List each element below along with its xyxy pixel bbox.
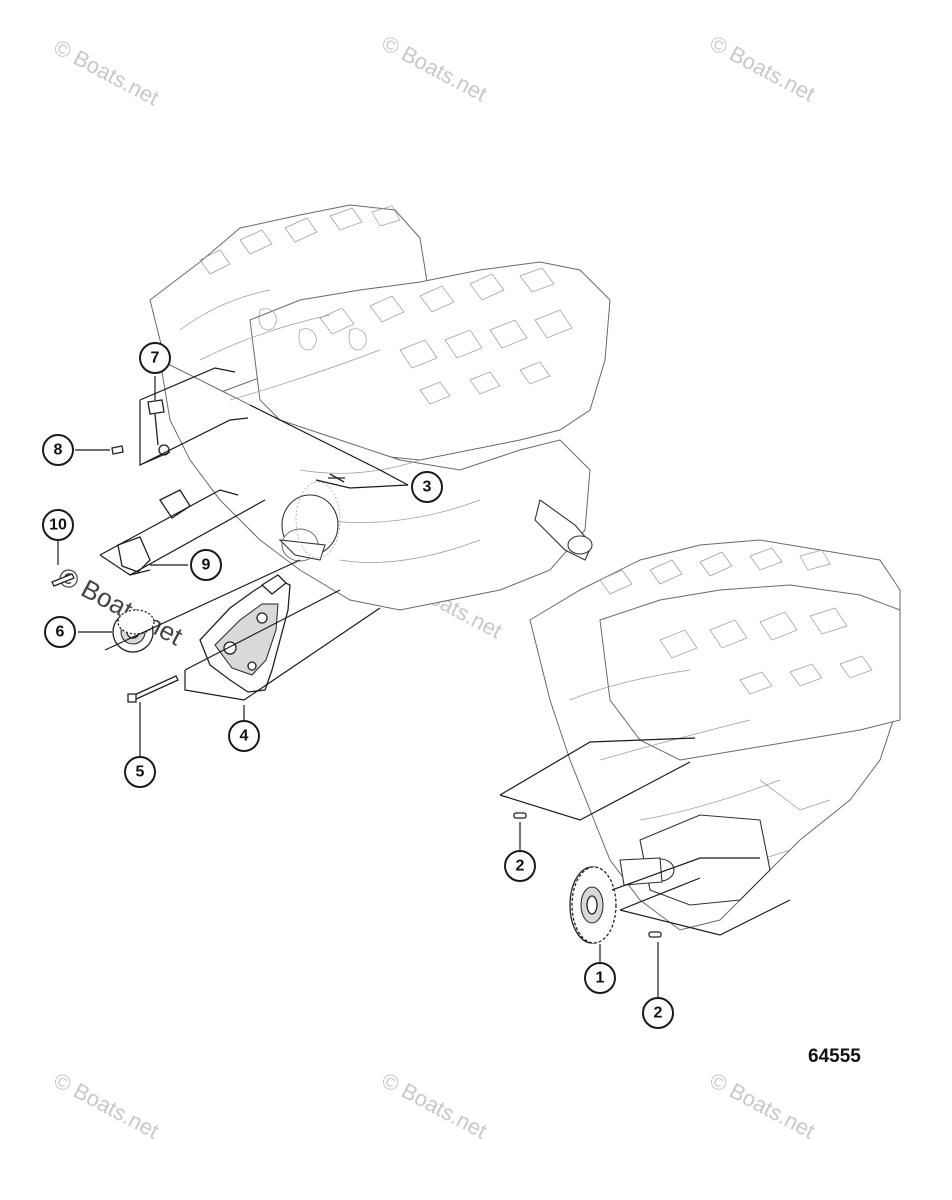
leader-lines [57,367,791,997]
callout-10: 10 [42,509,74,541]
watermark: © Boats.net [50,34,164,110]
callout-label: 10 [49,517,67,534]
watermark: © Boats.net [378,30,492,106]
callout-6: 6 [44,616,76,648]
callout-label: 2 [516,858,525,875]
watermark: © Boats.net [378,1067,492,1143]
fitting [147,399,170,456]
oil-pump [199,574,291,693]
callout-9: 9 [190,549,222,581]
callout-2-left: 2 [504,850,536,882]
callout-label: 3 [423,479,432,496]
upper-engine-block [149,204,611,611]
callout-label: 9 [202,557,211,574]
long-stud [328,473,345,483]
callout-8: 8 [42,434,74,466]
callout-label: 6 [56,624,65,641]
callout-1: 1 [584,962,616,994]
watermark: © Boats.net [50,1067,164,1143]
callout-label: 4 [240,728,249,745]
lower-engine-block [529,539,901,931]
callout-balloons: 7 8 3 10 9 6 4 5 [42,342,674,1029]
callout-2-right: 2 [642,997,674,1029]
callout-5: 5 [124,756,156,788]
callout-4: 4 [228,720,260,752]
callout-label: 1 [596,970,605,987]
callout-label: 2 [654,1005,663,1022]
figure-number: 64555 [808,1046,861,1067]
watermark: © Boats.net [706,30,820,106]
oil-pump-bolt [127,675,179,703]
callout-label: 8 [54,442,63,459]
dowel-pin [513,812,662,938]
screw [111,445,124,455]
small-bolt [51,573,75,587]
crankshaft-sprocket [569,866,617,944]
watermark: © Boats.net [706,1067,820,1143]
callout-7: 7 [139,342,171,374]
callout-label: 5 [136,764,145,781]
tensioner [117,489,191,576]
callout-3: 3 [411,471,443,503]
callout-label: 7 [151,350,160,367]
